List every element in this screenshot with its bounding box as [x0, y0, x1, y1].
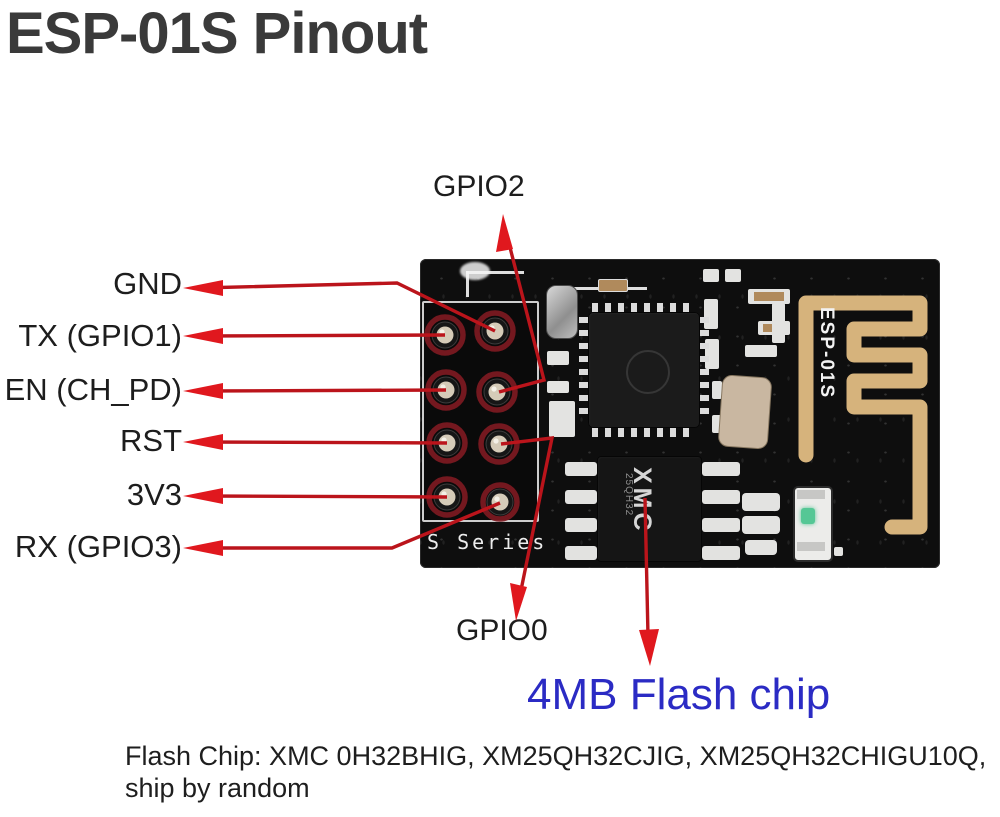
smd-component	[834, 547, 843, 556]
flash-lead	[702, 462, 740, 476]
rst-arrow-line	[199, 440, 448, 445]
smd-component	[742, 516, 780, 534]
crystal-pad	[712, 415, 722, 433]
crystal-pad	[712, 381, 722, 399]
led-green-die	[801, 508, 815, 524]
flash-lead	[565, 462, 597, 476]
flash-lead	[702, 490, 740, 504]
soc-leads-right	[699, 317, 709, 421]
smd-component	[547, 351, 569, 365]
flash-lead	[565, 490, 597, 504]
antenna-silkscreen-label: ESP-01S	[816, 307, 837, 400]
pin-label-rx: RX (GPIO3)	[14, 529, 182, 564]
pin-label-gpio0: GPIO0	[456, 614, 548, 647]
pin-label-en: EN (CH_PD)	[4, 372, 182, 407]
espressif-logo	[626, 350, 670, 394]
caption-line1: Flash Chip: XMC 0H32BHIG, XM25QH32CJIG, …	[125, 741, 987, 771]
pin-label-gpio2: GPIO2	[433, 170, 525, 203]
pcb-antenna	[798, 295, 928, 535]
smd-component	[742, 493, 780, 511]
soc-leads-top	[592, 303, 696, 313]
soc-leads-bottom	[592, 427, 696, 437]
led-cap	[797, 542, 825, 551]
tx-arrow-line	[199, 333, 446, 338]
smd-component	[745, 345, 777, 357]
flash-lead	[565, 518, 597, 532]
esp01s-module-photo: ESP-01S S Series	[420, 259, 940, 568]
3v3-arrow-line	[199, 494, 448, 499]
led-cap	[797, 490, 825, 499]
smd-component	[772, 303, 785, 343]
flash-lead	[702, 546, 740, 560]
flash-lead	[702, 518, 740, 532]
crystal-oscillator	[717, 374, 773, 450]
pin-label-3v3: 3V3	[126, 477, 182, 512]
silkscreen-mark	[466, 271, 524, 274]
capacitor-component	[546, 285, 578, 339]
page-title: ESP-01S Pinout	[6, 1, 428, 66]
soc-leads-left	[579, 317, 589, 421]
caption-line2: ship by random	[125, 773, 310, 804]
smd-component	[725, 269, 741, 282]
smd-component	[703, 269, 719, 282]
smd-resistor	[598, 279, 628, 292]
pin-header-block	[422, 301, 539, 522]
smd-resistor	[754, 292, 784, 301]
pin-label-tx: TX (GPIO1)	[18, 318, 182, 353]
flash-chip-part-number: 25QH32	[623, 473, 634, 517]
silkscreen-mark	[466, 271, 469, 297]
en-arrow-line	[199, 388, 447, 393]
flash-chip-callout: 4MB Flash chip	[527, 670, 831, 719]
smd-component	[547, 381, 569, 393]
pin-label-gnd: GND	[113, 266, 182, 301]
smd-component	[549, 401, 575, 437]
smd-component	[745, 540, 777, 555]
pin-label-rst: RST	[120, 423, 182, 458]
caption: Flash Chip: XMC 0H32BHIG, XM25QH32CJIG, …	[125, 740, 995, 805]
series-silkscreen-label: S Series	[427, 530, 548, 554]
flash-lead	[565, 546, 597, 560]
